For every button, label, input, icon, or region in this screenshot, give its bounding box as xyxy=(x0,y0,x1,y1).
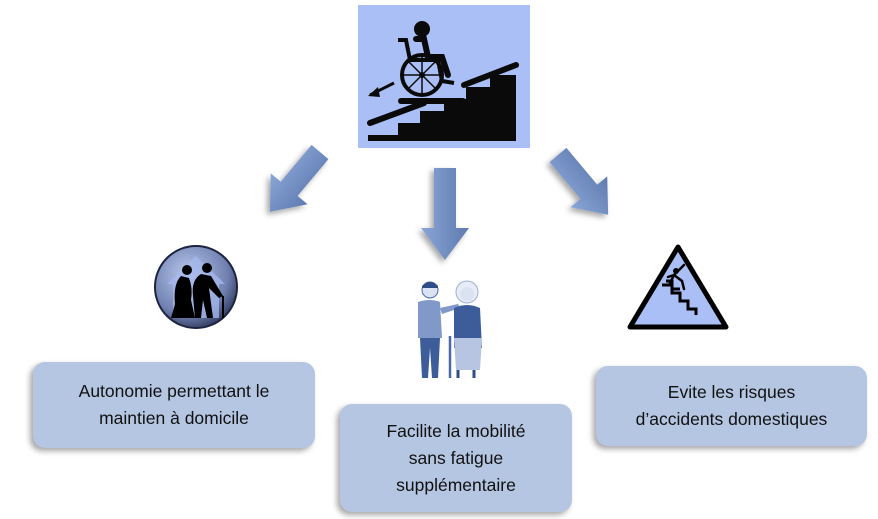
branch-text-autonomy: Autonomie permettant le maintien à domic… xyxy=(78,381,270,428)
branch-text-mobility: Facilite la mobilité sans fatigue supplé… xyxy=(386,420,526,495)
arrow-down-icon xyxy=(421,168,469,260)
arrow-down-left-icon xyxy=(269,144,329,212)
branch-box-autonomy: Autonomie permettant le maintien à domic… xyxy=(33,362,315,448)
branch-box-accidents: Evite les risques d’accidents domestique… xyxy=(596,366,867,446)
arrow-down-right-icon xyxy=(549,147,609,215)
elderly-couple-home-icon xyxy=(153,244,239,330)
branch-box-mobility: Facilite la mobilité sans fatigue supplé… xyxy=(340,404,572,512)
stairlift-wheelchair-icon xyxy=(358,5,530,148)
caregiver-elderly-woman-icon xyxy=(410,278,488,380)
branch-text-accidents: Evite les risques d’accidents domestique… xyxy=(635,382,828,429)
fall-on-stairs-warning-icon xyxy=(626,243,730,331)
